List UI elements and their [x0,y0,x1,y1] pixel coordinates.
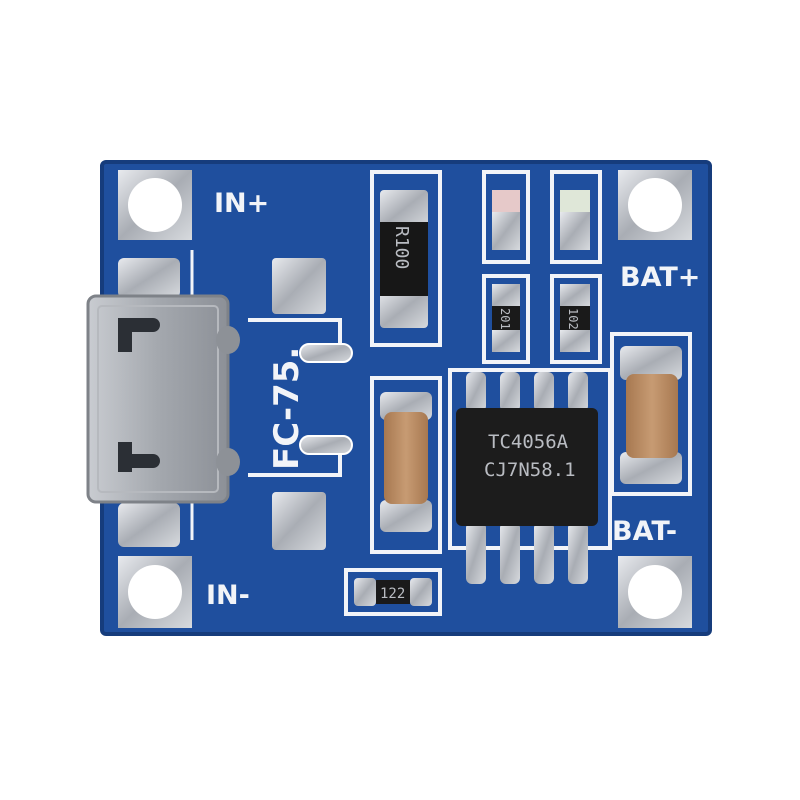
resistor-r100: R100 [370,170,442,347]
ic-pins [466,372,588,584]
usb-solder-tab-bottom [118,503,180,547]
mounting-hole-bottom-left [118,556,192,628]
svg-text:102: 102 [566,308,580,330]
svg-text:TC4056A: TC4056A [488,431,569,453]
solder-pad-in-plus [272,258,326,314]
resistor-201: 201 [482,274,530,364]
led-green [550,170,602,264]
resistor-102: 102 [550,274,602,364]
svg-text:R100: R100 [391,226,412,269]
mounting-hole-top-right [618,170,692,240]
usb-solder-tab-top [118,258,180,298]
svg-text:CJ7N58.1: CJ7N58.1 [484,459,576,481]
micro-usb-connector [86,294,240,504]
label-in-plus: IN+ [214,188,269,219]
svg-text:122: 122 [380,586,405,602]
capacitor-right [610,332,692,496]
solder-pad-in-minus [272,492,326,550]
svg-text:201: 201 [498,308,512,330]
ic-tc4056a: TC4056A CJ7N58.1 [456,408,598,526]
resistor-122: 122 [344,568,442,616]
label-in-minus: IN- [206,580,250,611]
mounting-hole-bottom-right [618,556,692,628]
label-bat-plus: BAT+ [620,262,700,293]
mounting-hole-top-left [118,170,192,240]
label-bat-minus: BAT- [612,516,677,547]
led-red [482,170,530,264]
label-fc75: FC-75. [267,347,307,470]
capacitor-left [370,376,442,554]
